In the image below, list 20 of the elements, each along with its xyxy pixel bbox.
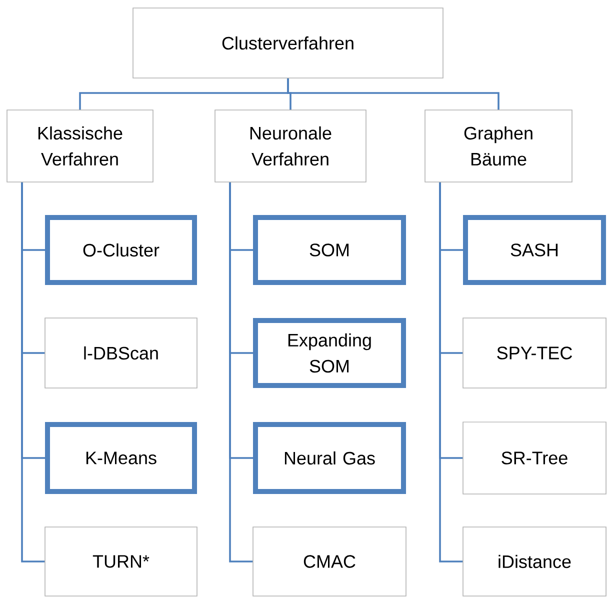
method-box: SOM <box>253 215 406 285</box>
connector-line <box>287 78 500 110</box>
category-box: Neuronale Verfahren <box>214 110 366 182</box>
method-box: iDistance <box>462 526 606 596</box>
method-box: l-DBScan <box>44 318 198 388</box>
category-box: Clusterverfahren <box>132 8 444 78</box>
method-box: K-Means <box>45 422 197 494</box>
method-box: SPY-TEC <box>462 318 606 388</box>
connector-line <box>439 182 463 562</box>
method-box: Expanding SOM <box>253 318 406 388</box>
connector-line <box>21 182 45 562</box>
category-box: Klassische Verfahren <box>6 110 154 182</box>
method-box: SR-Tree <box>462 422 606 494</box>
method-box: Neural Gas <box>253 422 406 494</box>
method-box: CMAC <box>252 526 406 596</box>
connector-line <box>229 182 253 562</box>
method-box: O-Cluster <box>45 215 197 285</box>
method-box: SASH <box>463 215 606 285</box>
method-box: TURN* <box>44 526 198 596</box>
category-box: Graphen Bäume <box>424 110 572 182</box>
